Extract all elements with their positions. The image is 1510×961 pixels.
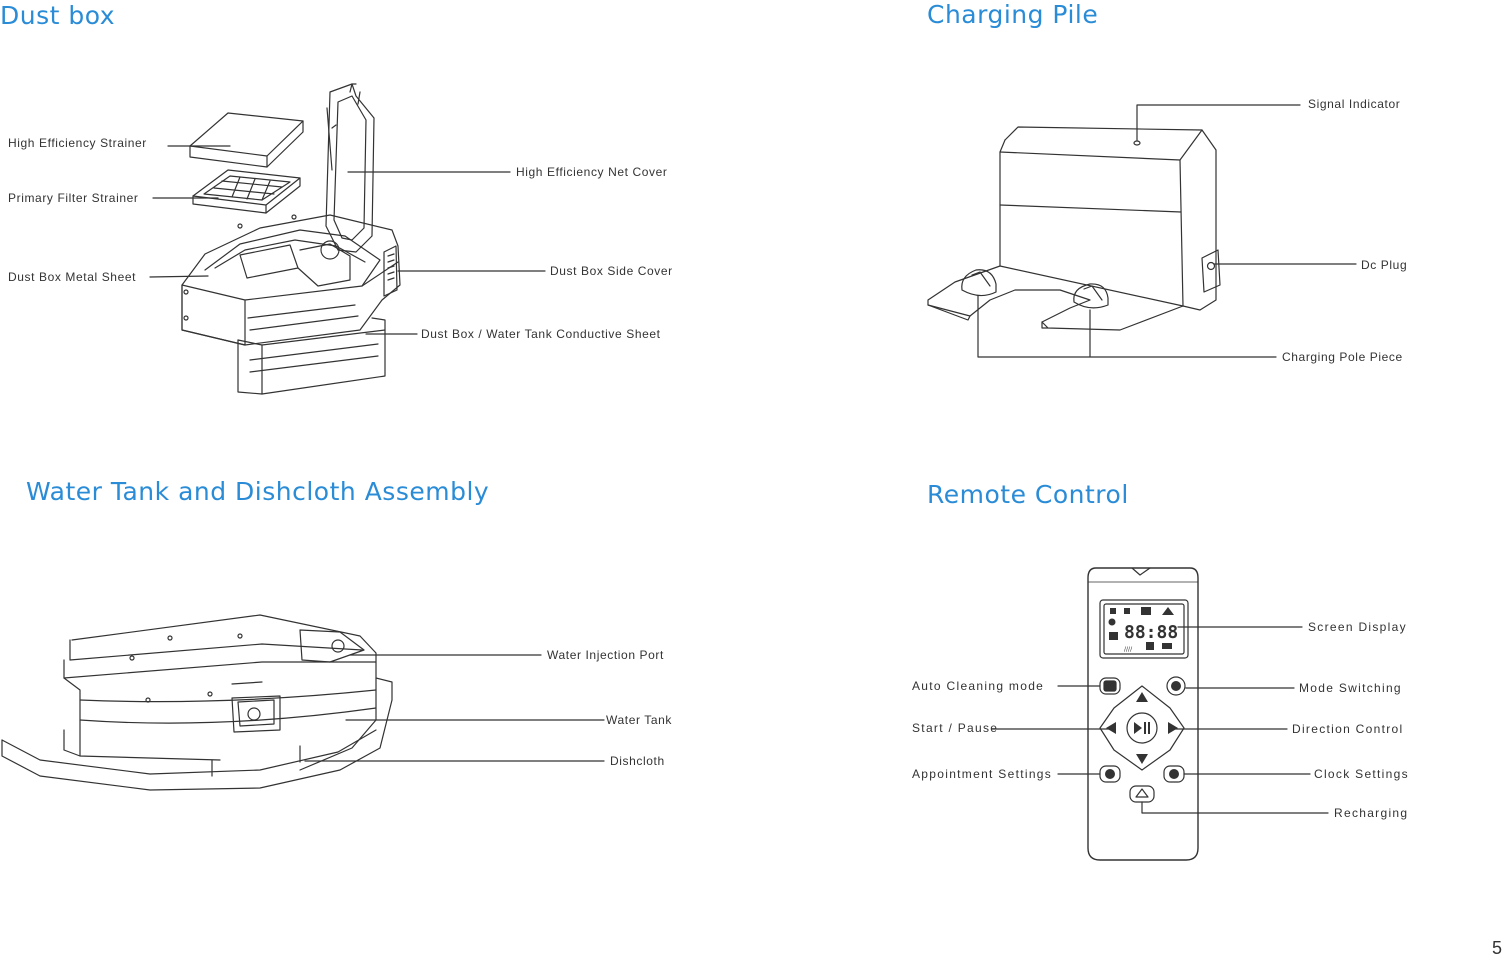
drawer-part <box>237 317 386 395</box>
dust-box-body-part <box>181 214 401 346</box>
dust-box-title: Dust box <box>0 1 116 30</box>
page-number: 5 <box>1491 938 1502 958</box>
dust-box-leader-lines <box>149 145 546 335</box>
label-water-injection-port: Water Injection Port <box>547 648 664 662</box>
label-recharging: Recharging <box>1334 806 1409 820</box>
label-direction-control: Direction Control <box>1292 722 1404 736</box>
water-tank-illustration <box>1 614 605 791</box>
net-cover-part <box>325 83 375 253</box>
label-conductive-sheet: Dust Box / Water Tank Conductive Sheet <box>421 327 661 341</box>
label-high-efficiency-net-cover: High Efficiency Net Cover <box>516 165 668 179</box>
label-dishcloth: Dishcloth <box>610 754 665 768</box>
water-tank-title: Water Tank and Dishcloth Assembly <box>26 477 490 506</box>
label-mode-switching: Mode Switching <box>1299 681 1402 695</box>
screen-digits: 88:88 <box>1124 622 1178 643</box>
label-dust-box-metal-sheet: Dust Box Metal Sheet <box>8 270 137 284</box>
label-dust-box-side-cover: Dust Box Side Cover <box>550 264 673 278</box>
label-water-tank: Water Tank <box>606 713 673 727</box>
label-appointment-settings: Appointment Settings <box>912 767 1053 781</box>
label-primary-filter-strainer: Primary Filter Strainer <box>8 191 139 205</box>
label-dc-plug: Dc Plug <box>1361 258 1408 272</box>
remote-control-title: Remote Control <box>927 480 1129 509</box>
primary-filter-part <box>192 169 301 214</box>
high-efficiency-strainer-part <box>189 112 304 168</box>
label-auto-cleaning-mode: Auto Cleaning mode <box>912 679 1045 693</box>
charging-pile-title: Charging Pile <box>927 0 1099 29</box>
remote-control-illustration: 88:88 //// <box>991 567 1329 861</box>
label-screen-display: Screen Display <box>1308 620 1407 634</box>
svg-text:////: //// <box>1124 646 1133 653</box>
label-charging-pole-piece: Charging Pole Piece <box>1282 350 1403 364</box>
dust-box-illustration <box>149 83 546 395</box>
label-signal-indicator: Signal Indicator <box>1308 97 1401 111</box>
label-start-pause: Start / Pause <box>912 721 999 735</box>
charging-pile-illustration <box>927 104 1357 358</box>
label-clock-settings: Clock Settings <box>1314 767 1409 781</box>
label-high-efficiency-strainer: High Efficiency Strainer <box>8 136 147 150</box>
